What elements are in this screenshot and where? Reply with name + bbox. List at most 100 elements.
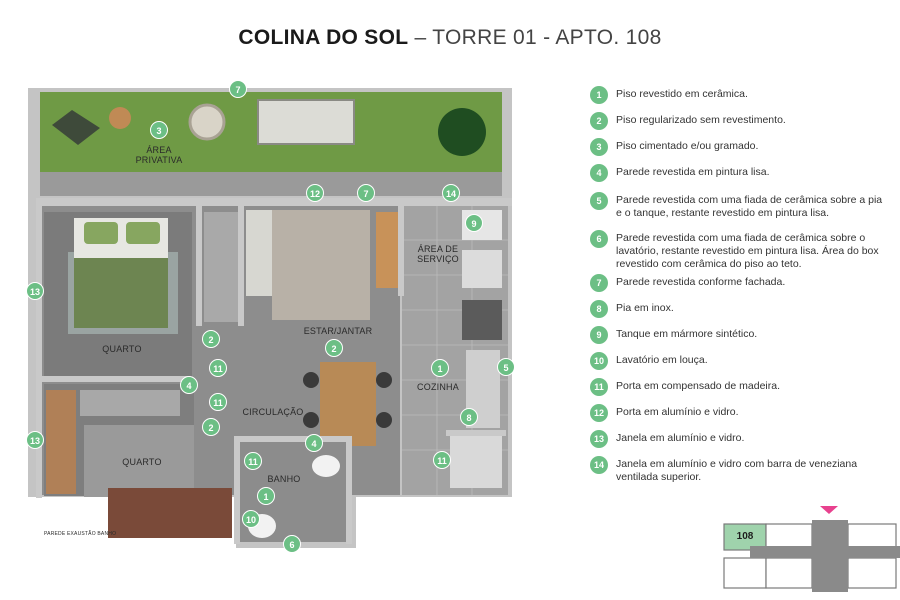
key-plan: 108 [722,504,900,594]
legend-number-badge: 13 [590,430,608,448]
marker-9: 9 [465,214,483,232]
marker-2: 2 [325,339,343,357]
label-area-privativa: ÁREA PRIVATIVA [135,145,183,165]
legend-text: Pia em inox. [616,302,674,314]
legend-text: Janela em alumínio e vidro com barra de … [616,458,858,483]
unit-block [847,557,897,589]
marker-4: 4 [305,434,323,452]
legend-text: Piso revestido em cerâmica. [616,88,748,100]
marker-11: 11 [209,359,227,377]
marker-4: 4 [180,376,198,394]
marker-8: 8 [460,408,478,426]
chair-4 [376,412,392,428]
marker-7: 7 [229,80,247,98]
wardrobe-2 [80,390,180,416]
pillow-1b [126,222,160,244]
legend-number-badge: 14 [590,456,608,474]
pouf [188,103,226,141]
key-plan-unit-label: 108 [736,531,754,542]
marker-13: 13 [26,282,44,300]
key-plan-drawing [723,506,900,592]
blanket-1 [74,258,168,328]
legend-text: Porta em alumínio e vidro. [616,406,739,418]
core [812,520,848,592]
chair-3 [376,372,392,388]
unit-block [765,557,813,589]
label-area-servico: ÁREA DE SERVIÇO [417,244,459,264]
legend-number-badge: 5 [590,192,608,210]
wardrobe-1 [204,212,238,322]
marker-11: 11 [209,393,227,411]
marker-2: 2 [202,330,220,348]
page-title: COLINA DO SOL – TORRE 01 - APTO. 108 [0,26,900,50]
lounge-chair [52,110,100,145]
legend-number-badge: 7 [590,274,608,292]
label-cozinha: COZINHA [417,382,459,392]
legend-text: Parede revestida com uma fiada de cerâmi… [616,194,883,219]
legend-number-badge: 8 [590,300,608,318]
legend-number-badge: 3 [590,138,608,156]
terrace-floor [40,172,502,196]
marker-10: 10 [242,510,260,528]
legend-text: Janela em alumínio e vidro. [616,432,745,444]
title-unit: TORRE 01 - APTO. 108 [432,26,662,49]
title-dash: – [408,26,433,49]
marker-2: 2 [202,418,220,436]
marker-12: 12 [306,184,324,202]
legend-text: Tanque em mármore sintético. [616,328,758,340]
toilet [312,455,340,477]
pillow-1a [84,222,118,244]
legend-text: Piso regularizado sem revestimento. [616,114,786,126]
chair-1 [303,372,319,388]
chair-2 [303,412,319,428]
legend-number-badge: 6 [590,230,608,248]
marker-11: 11 [433,451,451,469]
palm-plant [438,108,486,156]
side-table [109,107,131,129]
label-quarto-2: QUARTO [122,457,162,467]
marker-13: 13 [26,431,44,449]
stove [462,300,502,340]
marker-1: 1 [257,487,275,505]
marker-5: 5 [497,358,515,376]
label-banho: BANHO [267,474,301,484]
interior-walls [36,198,512,544]
unit-block [847,523,897,551]
living-rug [272,210,370,320]
desk [46,390,76,494]
title-project: COLINA DO SOL [238,26,409,49]
legend-number-badge: 2 [590,112,608,130]
marker-6: 6 [283,535,301,553]
dining-table [320,362,376,446]
legend-text: Lavatório em louça. [616,354,708,366]
legend-text: Parede revestida em pintura lisa. [616,166,770,178]
floor-plan: ÁREA PRIVATIVA QUARTO ESTAR/JANTAR ÁREA … [26,80,515,553]
marker-7: 7 [357,184,375,202]
washer [462,250,502,288]
marker-11: 11 [244,452,262,470]
label-quarto-1: QUARTO [102,344,142,354]
legend-text: Porta em compensado de madeira. [616,380,781,392]
marker-1: 1 [431,359,449,377]
tv-cabinet [376,212,398,288]
legend-text: Piso cimentado e/ou gramado. [616,140,759,152]
legend-number-badge: 12 [590,404,608,422]
legend-text: Parede revestida conforme fachada. [616,276,786,288]
label-parede-exaustao: PAREDE EXAUSTÃO BANHO [44,531,117,537]
fridge [450,436,502,488]
legend-number-badge: 10 [590,352,608,370]
legend-text: Parede revestida com uma fiada de cerâmi… [616,232,879,270]
label-estar-jantar: ESTAR/JANTAR [303,326,373,336]
garden-sofa [257,99,355,145]
legend-number-badge: 9 [590,326,608,344]
legend-number-badge: 1 [590,86,608,104]
floor-plan-drawing [28,88,512,548]
pointer-marker-icon [820,506,838,514]
legend-number-badge: 11 [590,378,608,396]
unit-block [723,557,767,589]
label-circulacao: CIRCULAÇÃO [242,407,304,417]
bed-2 [108,488,232,538]
legend-number-badge: 4 [590,164,608,182]
rug-2 [84,425,194,497]
marker-14: 14 [442,184,460,202]
